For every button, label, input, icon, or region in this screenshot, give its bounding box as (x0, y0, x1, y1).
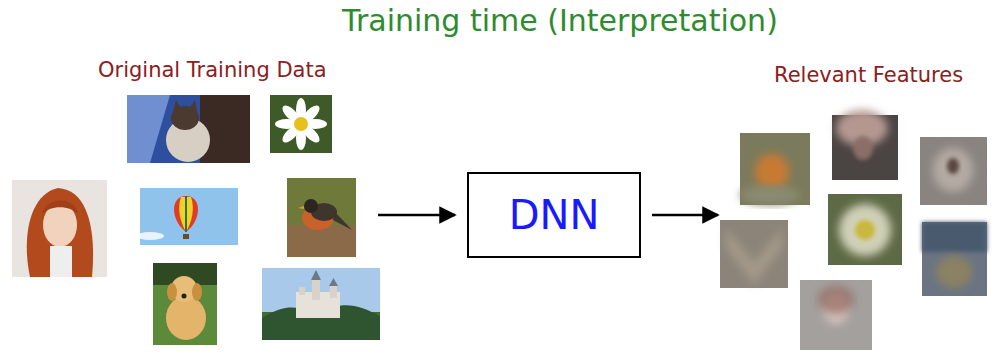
cat-photo (127, 95, 250, 163)
group-heading: Relevant Features (774, 63, 963, 87)
output-arrow (652, 214, 718, 217)
daisy-photo (270, 95, 332, 153)
diagram-title: Training time (Interpretation) (342, 4, 778, 39)
feature-images (720, 110, 987, 350)
process-box: DNN (467, 172, 641, 258)
input-arrow (378, 214, 455, 217)
woman-photo (12, 180, 107, 277)
bird-photo (287, 178, 356, 257)
dog-photo (153, 263, 217, 345)
box-label: DNN (509, 192, 600, 238)
group-heading: Original Training Data (98, 58, 327, 82)
castle-photo (262, 268, 380, 340)
balloon-photo (136, 188, 238, 245)
